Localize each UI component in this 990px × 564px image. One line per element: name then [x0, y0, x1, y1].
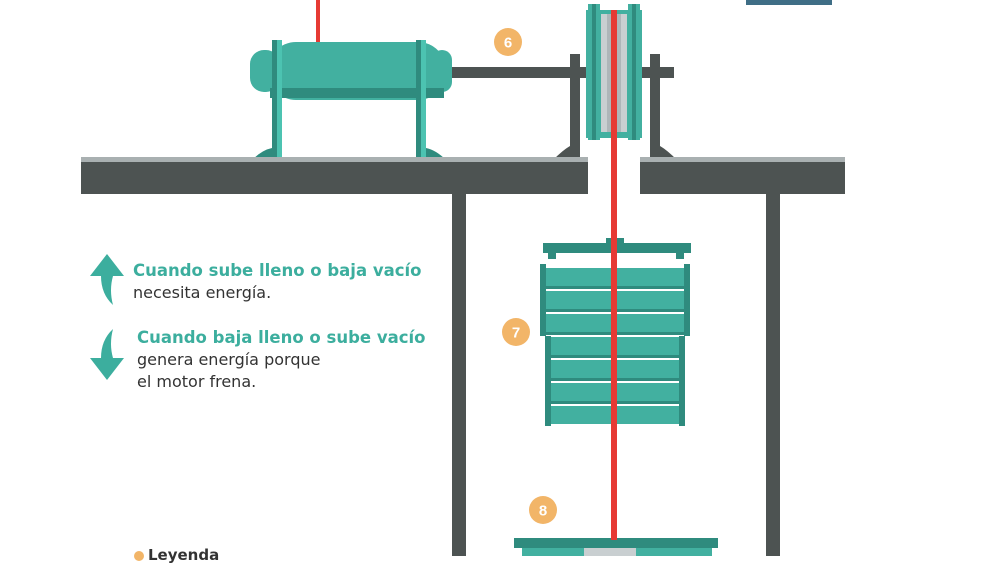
bearing-support-right: [650, 54, 677, 160]
top-right-component: [746, 0, 832, 5]
rope-top: [316, 0, 320, 46]
rope: [611, 10, 617, 540]
drive-shaft: [440, 67, 674, 78]
arrow-down-icon: [90, 329, 124, 380]
note-generates-energy: Cuando baja lleno o sube vacío genera en…: [137, 327, 426, 393]
bearing-support-left: [553, 54, 580, 160]
badge-8: 8: [529, 496, 557, 524]
note-generates-energy-line-2: el motor frena.: [137, 372, 257, 391]
badge-6: 6: [494, 28, 522, 56]
pit-buffer: [514, 538, 718, 556]
machine-room-floor: [81, 157, 845, 194]
badge-7: 7: [502, 318, 530, 346]
note-generates-energy-title: Cuando baja lleno o sube vacío: [137, 328, 426, 347]
shaft-rail-right: [766, 194, 780, 556]
legend-label: Leyenda: [148, 546, 220, 564]
note-needs-energy-title: Cuando sube lleno o baja vacío: [133, 261, 422, 280]
badge-8-label: 8: [539, 503, 547, 520]
legend: Leyenda: [134, 546, 219, 564]
note-generates-energy-line-1: genera energía porque: [137, 350, 321, 369]
note-needs-energy-line-1: necesita energía.: [133, 283, 272, 302]
motor: [250, 40, 452, 160]
arrow-up-icon: [90, 254, 124, 305]
shaft-rail-left: [452, 194, 466, 556]
badge-7-label: 7: [512, 325, 520, 342]
badge-6-label: 6: [504, 35, 512, 52]
note-needs-energy: Cuando sube lleno o baja vacío necesita …: [133, 260, 422, 304]
